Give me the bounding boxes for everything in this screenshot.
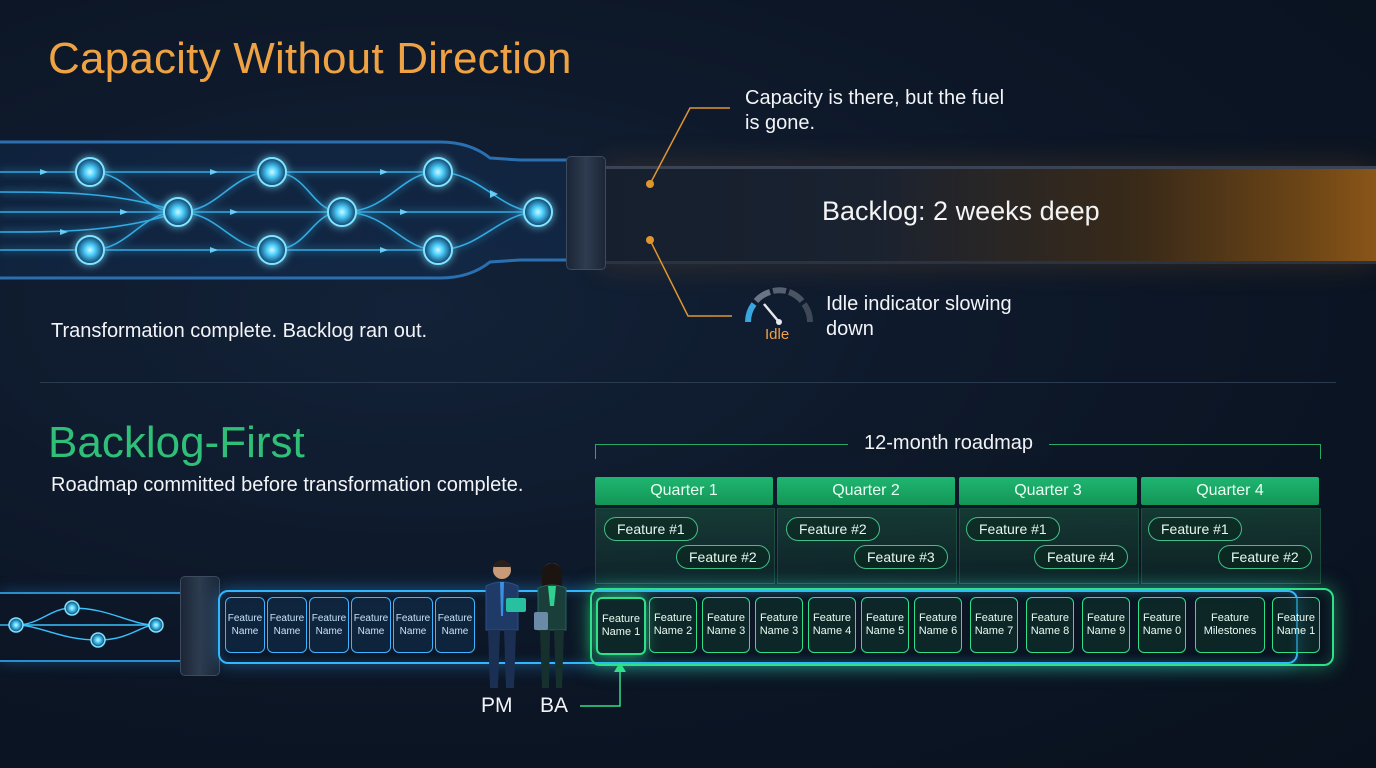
feature-pill: Feature #2 — [676, 545, 770, 569]
feature-pill: Feature #4 — [1034, 545, 1128, 569]
small-network — [0, 600, 164, 648]
quarter-2-panel: Feature #2 Feature #3 — [777, 508, 957, 584]
ba-label: BA — [540, 694, 569, 717]
pipe-coupler — [180, 576, 220, 676]
quarter-3-panel: Feature #1 Feature #4 — [959, 508, 1139, 584]
backlog-item: Feature Name — [393, 597, 433, 653]
empty-backlog-pipe — [600, 166, 1376, 264]
roadmap-item: Feature Name 9 — [1082, 597, 1130, 653]
feature-pill: Feature #2 — [1218, 545, 1312, 569]
small-network-pipe — [0, 592, 190, 662]
roadmap-item: Feature Name 6 — [914, 597, 962, 653]
feature-pill: Feature #1 — [1148, 517, 1242, 541]
roadmap-item: Feature Milestones — [1195, 597, 1265, 653]
pm-person-icon — [485, 560, 526, 688]
roadmap-item: Feature Name 8 — [1026, 597, 1074, 653]
roadmap-item: Feature Name 2 — [649, 597, 697, 653]
roadmap-item: Feature Name 3 — [702, 597, 750, 653]
backlog-depth-label: Backlog: 2 weeks deep — [822, 196, 1100, 226]
roadmap-item: Feature Name 1 — [1272, 597, 1320, 653]
pipe-coupler — [566, 156, 606, 270]
backlog-item: Feature Name — [435, 597, 475, 653]
backlog-item: Feature Name — [225, 597, 265, 653]
backlog-item: Feature Name — [351, 597, 391, 653]
backlog-pipe — [218, 590, 1298, 664]
backlog-item: Feature Name — [267, 597, 307, 653]
section-title-capacity: Capacity Without Direction — [48, 34, 572, 83]
quarter-4-header: Quarter 4 — [1141, 477, 1319, 505]
quarter-1-header: Quarter 1 — [595, 477, 773, 505]
backlog-item: Feature Name — [309, 597, 349, 653]
backlog-first-subtitle: Roadmap committed before transformation … — [51, 474, 524, 496]
section-title-backlog-first: Backlog-First — [48, 418, 305, 467]
quarter-2-header: Quarter 2 — [777, 477, 955, 505]
feature-pill: Feature #3 — [854, 545, 948, 569]
quarter-3-header: Quarter 3 — [959, 477, 1137, 505]
roadmap-item: Feature Name 7 — [970, 597, 1018, 653]
roadmap-label: 12-month roadmap — [848, 432, 1049, 455]
handoff-arrow — [580, 662, 626, 707]
roadmap-item: Feature Name 0 — [1138, 597, 1186, 653]
quarter-4-panel: Feature #1 Feature #2 — [1141, 508, 1321, 584]
committed-backlog-section — [590, 588, 1334, 666]
ba-person-icon — [534, 563, 567, 688]
capacity-annotation: Capacity is there, but the fuel is gone. — [745, 87, 1005, 134]
callout-lines — [646, 107, 732, 317]
pm-label: PM — [481, 694, 513, 717]
roadmap-item: Feature Name 3 — [755, 597, 803, 653]
roadmap-item: Feature Name 5 — [861, 597, 909, 653]
feature-pill: Feature #1 — [966, 517, 1060, 541]
roadmap-item: Feature Name 4 — [808, 597, 856, 653]
transformation-caption: Transformation complete. Backlog ran out… — [51, 320, 428, 342]
capacity-network-pipe — [0, 140, 572, 280]
roadmap-item: Feature Name 1 — [596, 597, 646, 655]
gauge-label: Idle — [765, 326, 790, 343]
feature-pill: Feature #2 — [786, 517, 880, 541]
idle-indicator-caption: Idle indicator slowing down — [826, 293, 1012, 340]
idle-gauge-icon — [745, 287, 813, 325]
section-divider — [40, 382, 1336, 383]
quarter-1-panel: Feature #1 Feature #2 — [595, 508, 775, 584]
pm-ba-figures — [485, 560, 567, 688]
feature-pill: Feature #1 — [604, 517, 698, 541]
